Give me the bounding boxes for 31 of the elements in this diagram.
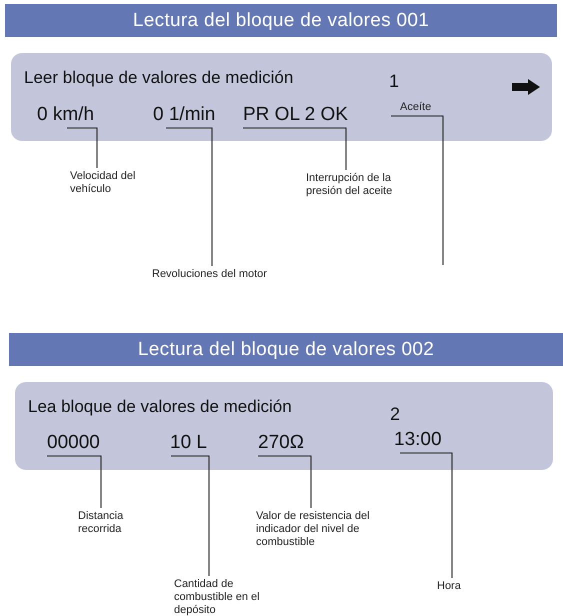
leader-line [258,455,312,508]
screen-heading: Leer bloque de valores de medición [24,67,294,89]
leader-line [400,452,453,578]
callout-label: Velocidad del vehículo [70,170,150,196]
section-header: Lectura del bloque de valores 001 [5,4,557,37]
value-reading: 10 L [170,432,207,454]
callout-label: Distancia recorrida [78,510,148,536]
value-reading: Aceíte [400,101,432,114]
leader-line [166,127,213,266]
display-screen [11,53,552,141]
leader-line [67,127,98,168]
value-reading: 0 1/min [153,104,216,126]
value-reading: 13:00 [394,429,442,451]
callout-label: Revoluciones del motor [152,268,282,281]
leader-line [243,127,347,170]
leader-line [47,455,102,508]
callout-label: Cantidad de combustible en el depósito [174,578,264,616]
display-screen [15,382,553,470]
screen-heading: Lea bloque de valores de medición [28,396,292,418]
leader-line [391,115,444,265]
callout-label: Valor de resistencia del indicador del nivel de combustible [256,510,376,549]
value-reading: 0 km/h [37,104,94,126]
value-reading: PR OL 2 OK [243,104,348,126]
callout-label: Interrupción de la presión del aceite [306,172,406,198]
block-number: 1 [389,70,400,92]
value-reading: 270Ω [258,432,304,454]
callout-label: Hora [437,580,477,593]
leader-line [171,455,210,576]
section-header: Lectura del bloque de valores 002 [9,333,563,366]
block-number: 2 [390,403,400,425]
value-reading: 00000 [47,432,100,454]
